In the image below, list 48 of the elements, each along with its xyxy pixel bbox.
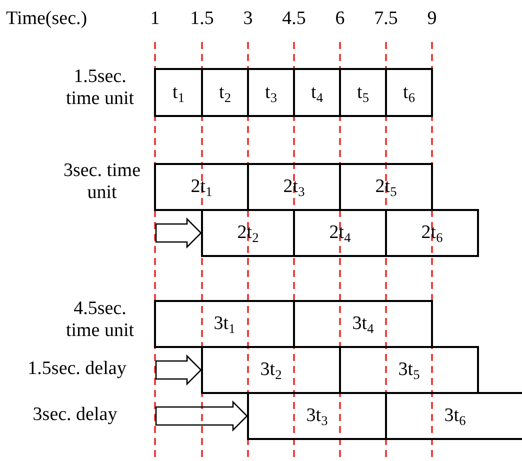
time-tick: 3: [242, 8, 254, 30]
slot-label: 2t$_{5}$: [375, 176, 397, 198]
slot-label: 3t$_{4}$: [352, 313, 374, 335]
slot-label: 2t$_{1}$: [190, 176, 212, 198]
time-tick: 1.5: [189, 8, 215, 30]
time-tick: 9: [426, 8, 438, 30]
delay-arrow: [155, 217, 202, 249]
time-slot-box: [247, 392, 387, 440]
slot-label: 2t$_{3}$: [283, 176, 305, 198]
row-label: 4.5sec. time unit: [64, 298, 136, 342]
time-slot-box: [247, 68, 295, 117]
slot-label: 2t$_{4}$: [329, 222, 351, 244]
row-label: 3sec. time unit: [62, 160, 142, 204]
delay-arrow: [155, 400, 248, 432]
time-slot-box: [293, 300, 433, 348]
axis-title: Time(sec.): [6, 8, 88, 30]
time-slot-box: [339, 163, 433, 211]
time-tick: 4.5: [281, 8, 307, 30]
time-tick: 1: [149, 8, 161, 30]
slot-label: 3t$_{6}$: [444, 405, 466, 427]
slot-label: t$_{6}$: [403, 82, 415, 104]
time-slot-box: [201, 68, 249, 117]
time-slot-box: [293, 68, 341, 117]
slot-label: t$_{1}$: [172, 82, 184, 104]
time-tick: 7.5: [373, 8, 399, 30]
slot-label: 3t$_{3}$: [306, 405, 328, 427]
slot-label: t$_{4}$: [311, 82, 323, 104]
time-slot-box: [385, 68, 433, 117]
delay-arrow: [155, 354, 202, 386]
row-label: 3sec. delay: [32, 404, 118, 426]
slot-label: t$_{2}$: [219, 82, 231, 104]
slot-label: 2t$_{2}$: [237, 222, 259, 244]
time-slot-box: [385, 209, 479, 257]
time-slot-box: [154, 300, 295, 348]
slot-label: 3t$_{2}$: [260, 359, 282, 381]
time-slot-box: [154, 163, 249, 211]
time-slot-box: [385, 392, 522, 440]
time-slot-box: [339, 68, 387, 117]
time-slot-box: [201, 209, 295, 257]
slot-label: t$_{5}$: [357, 82, 369, 104]
row-label: 1.5sec. time unit: [64, 66, 136, 110]
time-tick: 6: [334, 8, 346, 30]
slot-label: 2t$_{6}$: [421, 222, 443, 244]
row-label: 1.5sec. delay: [26, 358, 128, 380]
time-slot-box: [154, 68, 203, 117]
slot-label: t$_{3}$: [265, 82, 277, 104]
slot-label: 3t$_{5}$: [398, 359, 420, 381]
slot-label: 3t$_{1}$: [214, 313, 236, 335]
